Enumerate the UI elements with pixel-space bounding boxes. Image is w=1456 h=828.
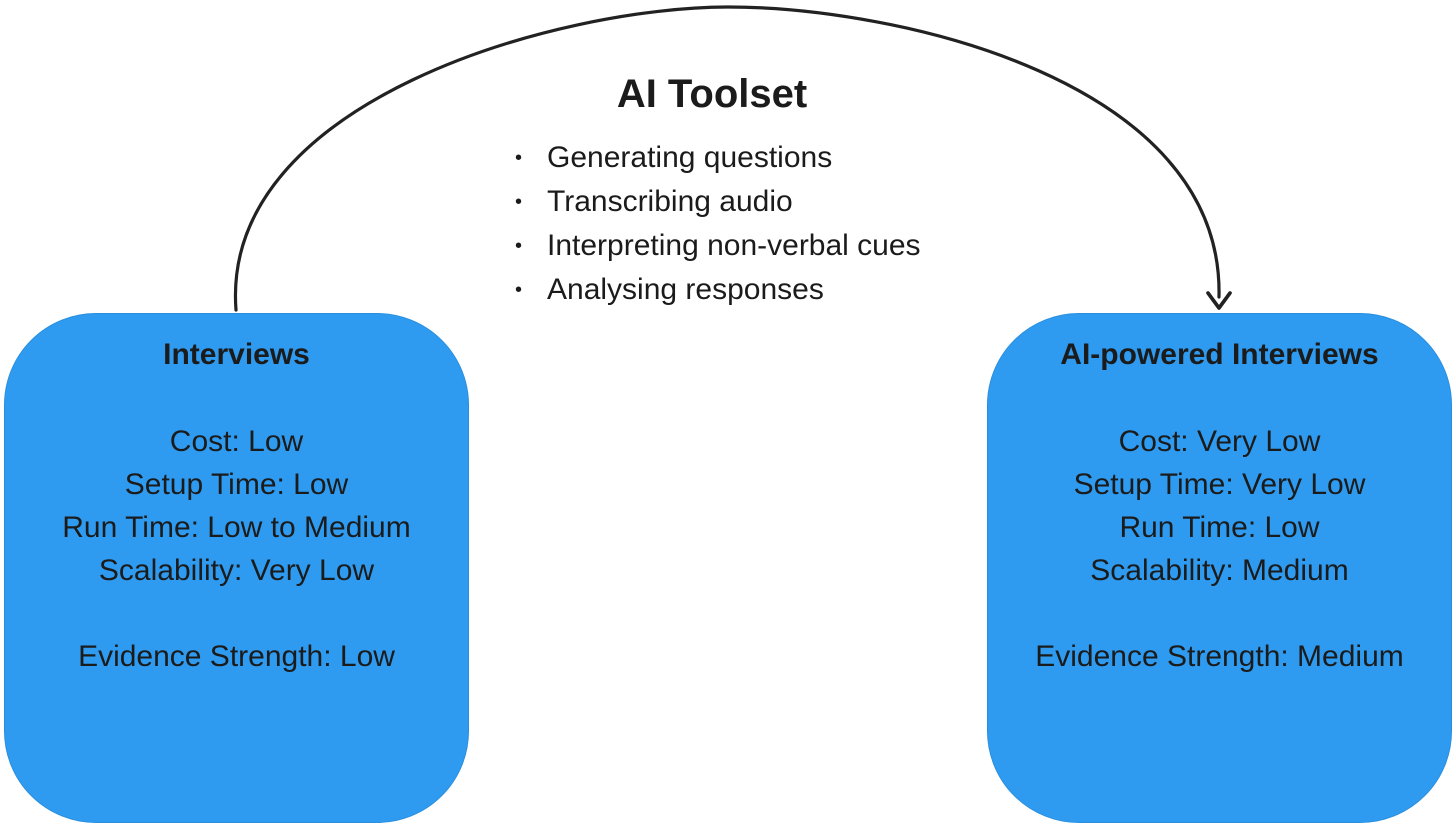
- metric-cost: Cost: Very Low: [1118, 425, 1321, 458]
- metric-scalability: Scalability: Very Low: [98, 554, 375, 587]
- metric-evidence-strength: Evidence Strength: Low: [78, 640, 395, 673]
- toolset-item-label: Analysing responses: [547, 273, 824, 306]
- metric-scalability: Scalability: Medium: [1090, 554, 1349, 587]
- metric-setup-time: Setup Time: Low: [124, 468, 349, 501]
- bullet-icon: •: [515, 191, 523, 213]
- card-metrics: Cost: Very Low Setup Time: Very Low Run …: [988, 420, 1451, 592]
- toolset-item: • Analysing responses: [506, 268, 1026, 312]
- bullet-icon: •: [515, 147, 523, 169]
- bullet-icon: •: [515, 279, 523, 301]
- metric-run-time: Run Time: Low: [1119, 511, 1320, 544]
- card-metrics: Cost: Low Setup Time: Low Run Time: Low …: [5, 420, 468, 592]
- metric-evidence-strength: Evidence Strength: Medium: [1035, 640, 1404, 673]
- card-title: Interviews: [163, 338, 310, 371]
- metric-setup-time: Setup Time: Very Low: [1073, 468, 1366, 501]
- toolset-title: AI Toolset: [616, 72, 808, 116]
- toolset-item-label: Interpreting non-verbal cues: [547, 229, 921, 262]
- toolset-item: • Generating questions: [506, 136, 1026, 180]
- toolset-item: • Interpreting non-verbal cues: [506, 224, 1026, 268]
- arrowhead-icon: [1206, 291, 1232, 310]
- interviews-card: Interviews Cost: Low Setup Time: Low Run…: [4, 313, 469, 823]
- toolset-item: • Transcribing audio: [506, 180, 1026, 224]
- card-title: AI-powered Interviews: [1060, 338, 1379, 371]
- metric-cost: Cost: Low: [169, 425, 304, 458]
- toolset-item-label: Generating questions: [547, 141, 833, 174]
- bullet-icon: •: [515, 235, 523, 257]
- toolset-list: • Generating questions • Transcribing audi…: [506, 136, 1026, 312]
- metric-run-time: Run Time: Low to Medium: [62, 511, 411, 544]
- ai-powered-interviews-card: AI-powered Interviews Cost: Very Low Set…: [987, 313, 1452, 823]
- toolset-item-label: Transcribing audio: [547, 185, 793, 218]
- transition-arc: [234, 5, 1221, 312]
